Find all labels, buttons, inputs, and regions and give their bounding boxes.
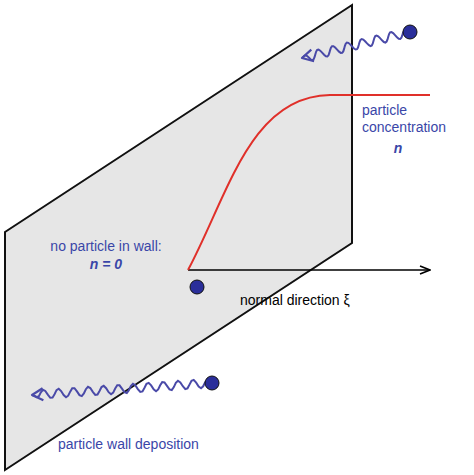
wall-plane <box>5 5 352 470</box>
wall-value: n = 0 <box>30 256 182 273</box>
particle <box>403 25 417 39</box>
arrow-head <box>32 388 43 400</box>
axis-label: normal direction ξ <box>240 292 440 309</box>
curve-label: particle concentration <box>362 102 466 136</box>
wall-label: no particle in wall: <box>30 238 182 255</box>
particle <box>205 376 219 390</box>
normal-axis <box>188 269 430 271</box>
arrow-head <box>302 50 314 62</box>
origin-particle <box>190 280 204 294</box>
particle-path <box>302 31 410 60</box>
symbol-label: n <box>362 140 434 157</box>
deposition-label: particle wall deposition <box>58 436 278 453</box>
particle-path <box>32 380 212 398</box>
